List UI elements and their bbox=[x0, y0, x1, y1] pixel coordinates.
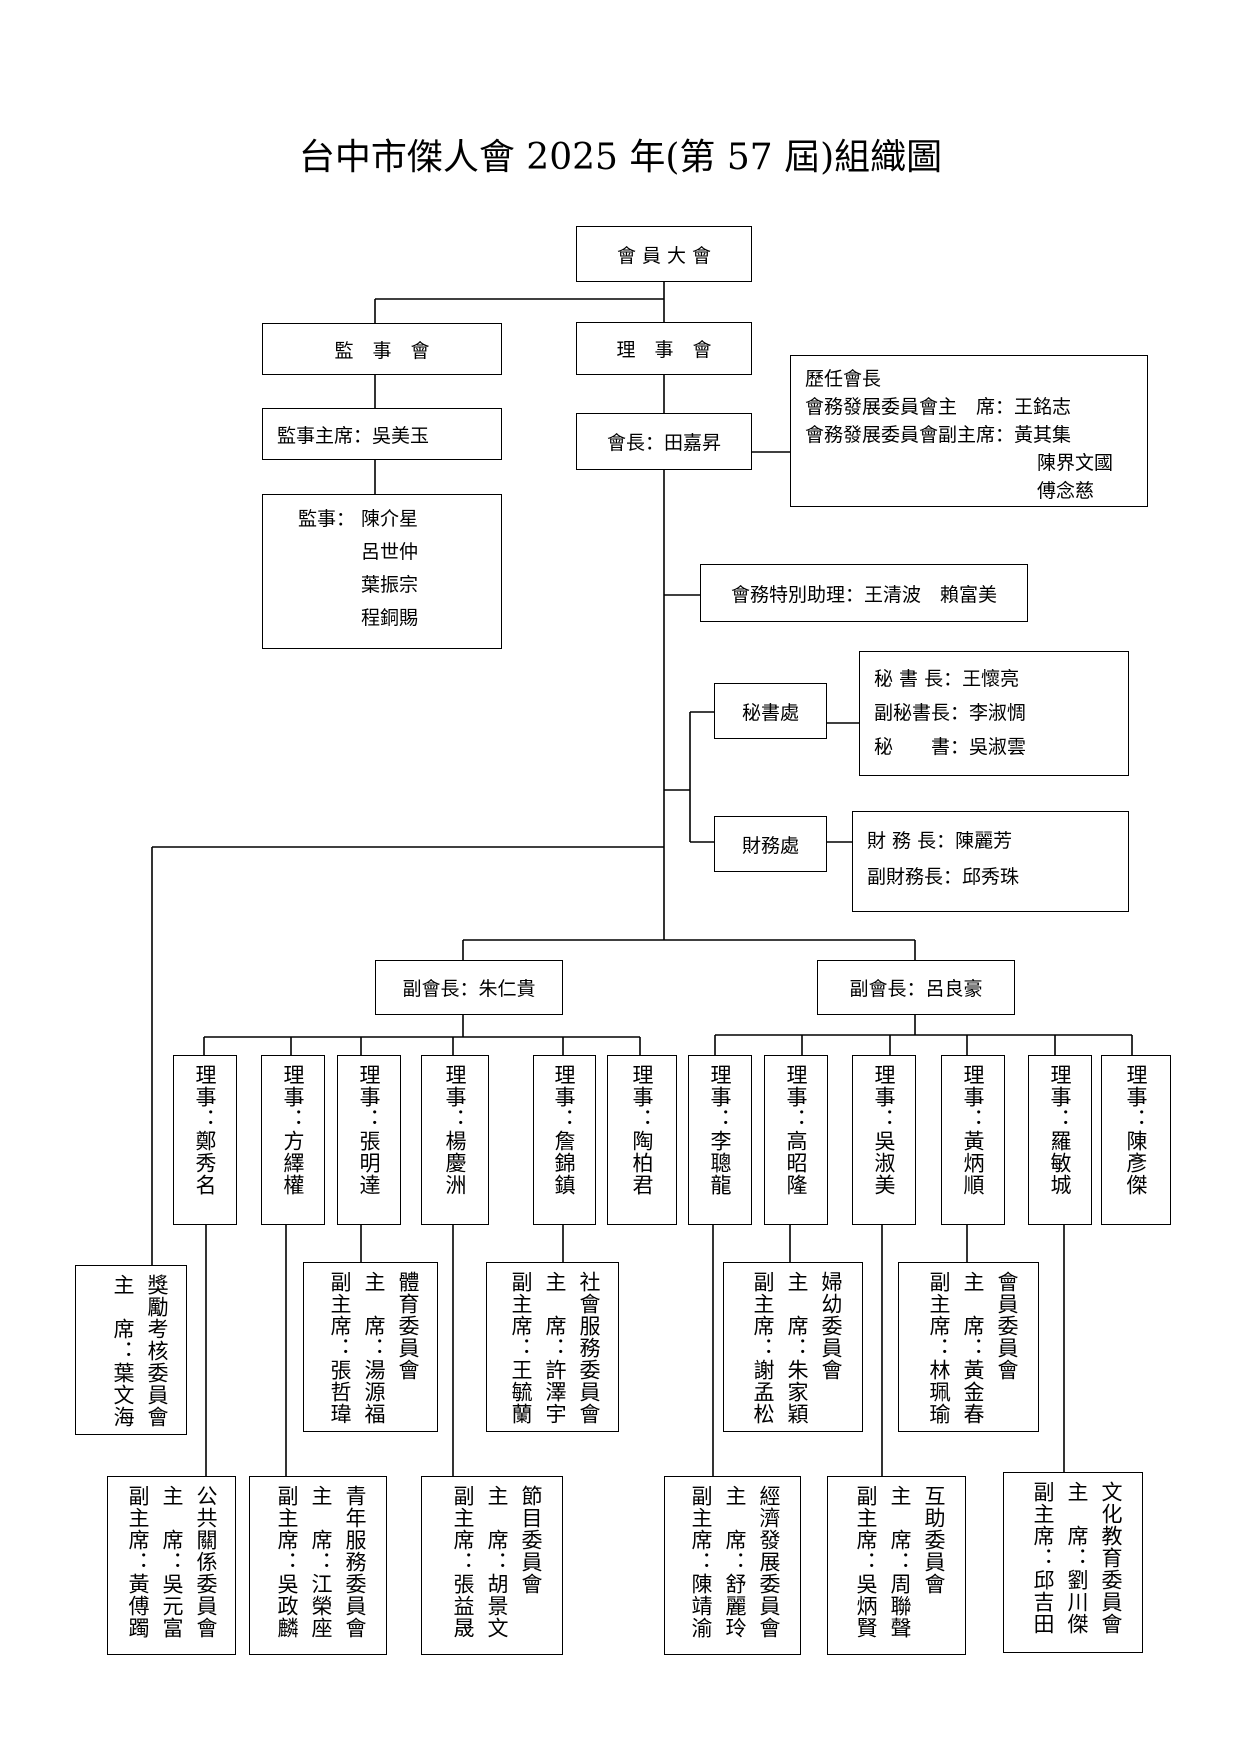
finance-line: 財 務 長：陳麗芳 bbox=[867, 830, 1013, 852]
committee-vice-chair: 副主席：張哲瑋 bbox=[328, 1271, 352, 1425]
director-label: 理事：高昭隆 bbox=[784, 1064, 808, 1196]
secretariat-line: 秘 書 長：王懷亮 bbox=[874, 668, 1020, 690]
committee-vice-chair: 副主席：黃傅躅 bbox=[126, 1485, 150, 1639]
director-box: 理事：楊慶洲 bbox=[421, 1055, 489, 1225]
youth-service-committee-box: 青年服務委員會 主 席：江榮座 副主席：吳政麟 bbox=[249, 1476, 387, 1655]
advisors-line: 會務發展委員會主 席：王銘志 bbox=[805, 396, 1072, 418]
secretariat-line: 秘 書：吳淑雲 bbox=[874, 736, 1027, 758]
vice-president-box: 副會長：呂良豪 bbox=[817, 960, 1015, 1015]
director-label: 理事：詹錦鎮 bbox=[552, 1064, 576, 1196]
chart-title: 台中市傑人會 2025 年(第 57 屆)組織圖 bbox=[298, 137, 943, 178]
committee-vice-chair: 副主席：謝孟松 bbox=[751, 1271, 775, 1425]
committee-chair: 主 席：胡景文 bbox=[485, 1485, 509, 1639]
committee-chair: 主 席：朱家穎 bbox=[785, 1271, 809, 1425]
director-label: 理事：方繹權 bbox=[281, 1064, 305, 1196]
committee-chair: 主 席：湯源福 bbox=[362, 1271, 386, 1425]
award-committee-box: 獎勵考核委員會 主 席：葉文海 bbox=[75, 1265, 187, 1435]
committee-name: 會員委員會 bbox=[995, 1271, 1019, 1381]
advisors-line: 傅念慈 bbox=[1037, 480, 1095, 502]
president-box: 會長：田嘉昇 bbox=[576, 413, 752, 470]
supervisor-name: 陳介星 bbox=[361, 508, 419, 530]
director-label: 理事：張明達 bbox=[357, 1064, 381, 1196]
director-label: 理事：李聰龍 bbox=[708, 1064, 732, 1196]
committee-vice-chair: 副主席：吳炳賢 bbox=[854, 1485, 878, 1639]
committee-name: 獎勵考核委員會 bbox=[145, 1274, 169, 1428]
director-label: 理事：楊慶洲 bbox=[443, 1064, 467, 1196]
committee-chair: 主 席：許澤宇 bbox=[543, 1271, 567, 1425]
committee-name: 社會服務委員會 bbox=[577, 1271, 601, 1425]
culture-education-committee-box: 文化教育委員會 主 席：劉川傑 副主席：邱吉田 bbox=[1003, 1472, 1143, 1653]
committee-name: 婦幼委員會 bbox=[819, 1271, 843, 1381]
advisors-line: 陳界文國 bbox=[1037, 452, 1114, 474]
committee-vice-chair: 副主席：王毓蘭 bbox=[509, 1271, 533, 1425]
advisors-box: 歷任會長 會務發展委員會主 席：王銘志 會務發展委員會副主席：黃其集 陳界文國 … bbox=[790, 355, 1148, 507]
director-box: 理事：方繹權 bbox=[261, 1055, 325, 1225]
supervisors-box: 監事： 陳介星 呂世仲 葉振宗 程銅賜 bbox=[262, 494, 502, 649]
secretariat-line: 副秘書長：李淑惆 bbox=[874, 702, 1027, 724]
board-of-directors-box: 理 事 會 bbox=[576, 322, 752, 375]
committee-name: 文化教育委員會 bbox=[1099, 1481, 1123, 1635]
director-label: 理事：羅敏城 bbox=[1048, 1064, 1072, 1196]
advisors-line: 會務發展委員會副主席：黃其集 bbox=[805, 424, 1072, 446]
supervisors-label: 監事： bbox=[298, 508, 356, 530]
committee-chair: 主 席：吳元富 bbox=[160, 1485, 184, 1639]
director-box: 理事：陶柏君 bbox=[607, 1055, 677, 1225]
member-assembly-box: 會 員 大 會 bbox=[576, 226, 752, 282]
committee-vice-chair: 副主席：吳政麟 bbox=[275, 1485, 299, 1639]
supervisory-board-box: 監 事 會 bbox=[262, 323, 502, 375]
director-box: 理事：陳彥傑 bbox=[1101, 1055, 1171, 1225]
committee-name: 節目委員會 bbox=[519, 1485, 543, 1595]
director-box: 理事：吳淑美 bbox=[852, 1055, 916, 1225]
committee-chair: 主 席：黃金春 bbox=[961, 1271, 985, 1425]
committee-name: 青年服務委員會 bbox=[343, 1485, 367, 1639]
director-label: 理事：黃炳順 bbox=[961, 1064, 985, 1196]
director-box: 理事：詹錦鎮 bbox=[533, 1055, 596, 1225]
advisors-line: 歷任會長 bbox=[805, 368, 882, 390]
committee-name: 經濟發展委員會 bbox=[757, 1485, 781, 1639]
committee-vice-chair: 副主席：邱吉田 bbox=[1031, 1481, 1055, 1635]
finance-line: 副財務長：邱秀珠 bbox=[867, 866, 1020, 888]
committee-name: 體育委員會 bbox=[396, 1271, 420, 1381]
finance-box: 財務處 bbox=[714, 816, 827, 872]
committee-name: 公共關係委員會 bbox=[194, 1485, 218, 1639]
committee-vice-chair: 副主席：張益晟 bbox=[451, 1485, 475, 1639]
director-label: 理事：陳彥傑 bbox=[1124, 1064, 1148, 1196]
sports-committee-box: 體育委員會 主 席：湯源福 副主席：張哲瑋 bbox=[303, 1262, 438, 1432]
committee-chair: 主 席：江榮座 bbox=[309, 1485, 333, 1639]
supervisor-name: 葉振宗 bbox=[361, 574, 419, 596]
committee-chair: 主 席：劉川傑 bbox=[1065, 1481, 1089, 1635]
committee-chair: 主 席：葉文海 bbox=[111, 1274, 135, 1428]
director-box: 理事：李聰龍 bbox=[688, 1055, 752, 1225]
director-label: 理事：吳淑美 bbox=[872, 1064, 896, 1196]
director-label: 理事：陶柏君 bbox=[630, 1064, 654, 1196]
public-relations-committee-box: 公共關係委員會 主 席：吳元富 副主席：黃傅躅 bbox=[107, 1476, 236, 1655]
secretariat-detail-box: 秘 書 長：王懷亮 副秘書長：李淑惆 秘 書：吳淑雲 bbox=[859, 651, 1129, 776]
vice-president-box: 副會長：朱仁貴 bbox=[375, 960, 563, 1015]
committee-chair: 主 席：舒麗玲 bbox=[723, 1485, 747, 1639]
director-box: 理事：高昭隆 bbox=[764, 1055, 828, 1225]
social-service-committee-box: 社會服務委員會 主 席：許澤宇 副主席：王毓蘭 bbox=[486, 1262, 619, 1432]
supervisor-name: 程銅賜 bbox=[361, 607, 419, 629]
membership-committee-box: 會員委員會 主 席：黃金春 副主席：林珮瑜 bbox=[898, 1262, 1039, 1432]
supervisor-name: 呂世仲 bbox=[361, 541, 419, 563]
director-box: 理事：鄭秀名 bbox=[173, 1055, 237, 1225]
supervisor-chair-box: 監事主席：吳美玉 bbox=[262, 408, 502, 460]
director-label: 理事：鄭秀名 bbox=[193, 1064, 217, 1196]
program-committee-box: 節目委員會 主 席：胡景文 副主席：張益晟 bbox=[421, 1476, 563, 1655]
committee-chair: 主 席：周聯聲 bbox=[888, 1485, 912, 1639]
finance-detail-box: 財 務 長：陳麗芳 副財務長：邱秀珠 bbox=[852, 811, 1129, 912]
mutual-aid-committee-box: 互助委員會 主 席：周聯聲 副主席：吳炳賢 bbox=[827, 1476, 966, 1655]
committee-vice-chair: 副主席：陳靖渝 bbox=[689, 1485, 713, 1639]
director-box: 理事：羅敏城 bbox=[1028, 1055, 1092, 1225]
committee-name: 互助委員會 bbox=[922, 1485, 946, 1595]
special-assistant-box: 會務特別助理：王清波 賴富美 bbox=[700, 564, 1028, 622]
economic-development-committee-box: 經濟發展委員會 主 席：舒麗玲 副主席：陳靖渝 bbox=[664, 1476, 801, 1655]
committee-vice-chair: 副主席：林珮瑜 bbox=[927, 1271, 951, 1425]
director-box: 理事：張明達 bbox=[337, 1055, 401, 1225]
director-box: 理事：黃炳順 bbox=[941, 1055, 1005, 1225]
women-committee-box: 婦幼委員會 主 席：朱家穎 副主席：謝孟松 bbox=[723, 1262, 863, 1432]
secretariat-box: 秘書處 bbox=[714, 683, 827, 739]
